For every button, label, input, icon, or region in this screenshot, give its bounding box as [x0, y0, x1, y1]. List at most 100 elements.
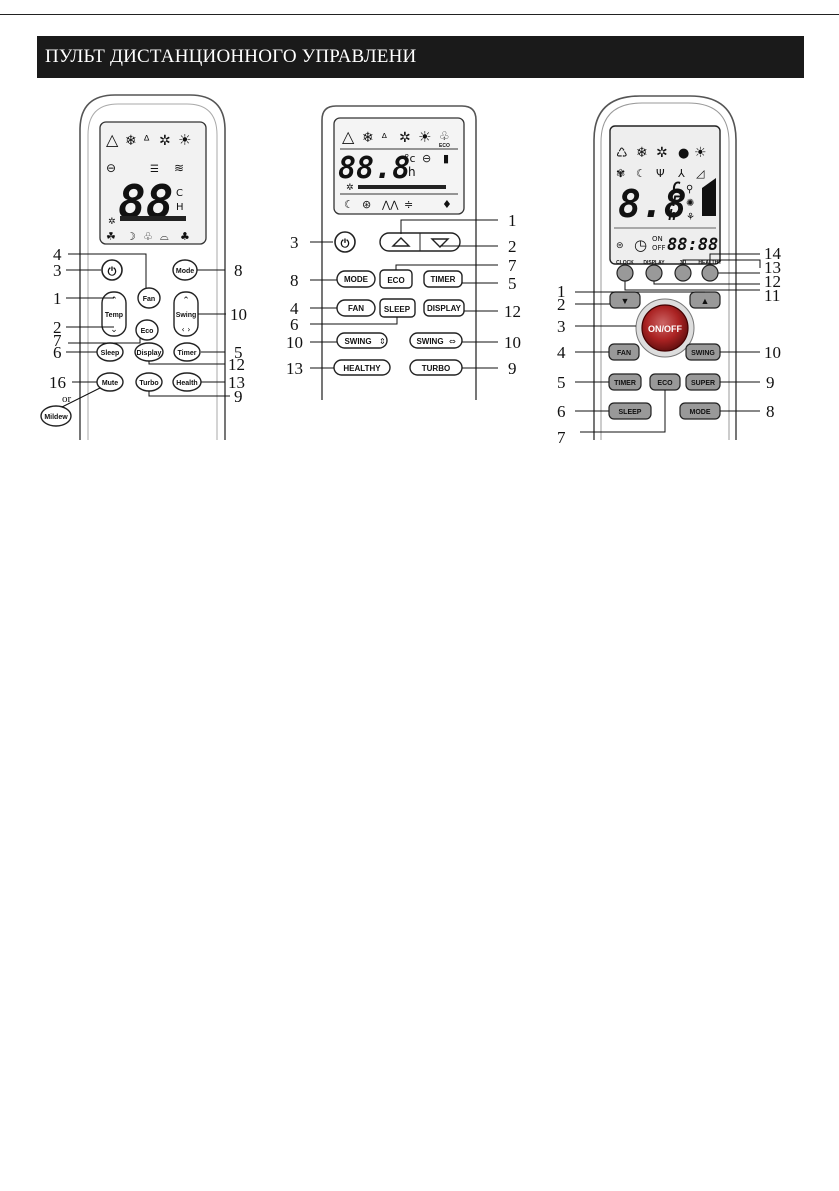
louver-icon: ◿ — [696, 167, 705, 180]
lcd-unit-c: C — [672, 180, 681, 196]
tree-icon: ♣ — [180, 230, 190, 243]
callout-12: 12 — [504, 302, 521, 321]
svg-text:SUPER: SUPER — [691, 380, 715, 387]
battery-icon: ▮ — [443, 152, 449, 165]
swing-icon: ☰ — [150, 164, 159, 175]
callout-9: 9 — [508, 359, 517, 378]
health-icon: ♦ — [442, 198, 452, 211]
display-button[interactable] — [645, 264, 663, 282]
callout-3: 3 — [290, 233, 299, 252]
eco-icon: ☘ — [106, 230, 116, 243]
svg-text:ECO: ECO — [387, 276, 404, 285]
airflow-icon: ⅄ — [678, 167, 685, 180]
fan-speed-wedge — [702, 178, 716, 216]
temp-rocker[interactable] — [101, 291, 127, 337]
swing-icon: Ψ — [656, 167, 665, 180]
lcd-unit-h: H — [176, 202, 184, 213]
callout-9: 9 — [766, 373, 775, 392]
lcd-digits: 88.8 — [338, 151, 410, 186]
fan-icon: ✲ — [159, 133, 171, 149]
display-button[interactable] — [423, 299, 465, 317]
svg-text:SWING: SWING — [691, 350, 715, 357]
svg-text:DISPLAY: DISPLAY — [427, 304, 462, 313]
callout-10: 10 — [764, 343, 781, 362]
leftright-arrow-icon: ⇔ — [449, 337, 456, 346]
callout-2: 2 — [53, 318, 62, 337]
svg-text:Mode: Mode — [176, 268, 194, 275]
moon-icon: ☽ — [126, 230, 136, 243]
display-label: DISPLAY — [643, 260, 665, 266]
lcd-unit-h: h — [668, 208, 676, 224]
callout-11: 11 — [764, 286, 780, 305]
person-icon: ⚲ — [686, 184, 693, 195]
svg-text:FAN: FAN — [348, 304, 364, 313]
svg-text:Swing: Swing — [176, 312, 197, 319]
svg-text:▼: ▼ — [621, 296, 630, 306]
filter-icon: ⚘ — [686, 212, 695, 223]
clock-label: CLOCK — [616, 260, 634, 266]
svg-text:Fan: Fan — [143, 296, 155, 303]
callout-6: 6 — [290, 315, 299, 334]
callout-13: 13 — [228, 373, 245, 392]
lcd-eco-label: ECO — [439, 143, 450, 149]
healthy-button[interactable] — [701, 264, 719, 282]
callout-4: 4 — [290, 299, 299, 318]
power-button[interactable] — [334, 231, 356, 253]
svg-text:TIMER: TIMER — [614, 380, 636, 387]
drop-icon: ● — [678, 146, 689, 161]
sleep-icon: ⊛ — [362, 198, 371, 211]
remote-2: △ ❄ ᐞ ✲ ☀ ♧ ECO 88.8 °c h ⊖ ▮ ✲ ☾ ⊛ ⋀⋀ ≑… — [286, 105, 521, 400]
callout-5: 5 — [234, 343, 243, 362]
eco-button[interactable] — [135, 319, 159, 341]
swing-vertical-button[interactable] — [336, 332, 388, 349]
or-label: or — [62, 393, 72, 405]
temp-down-icon — [430, 238, 450, 248]
mildew-button[interactable] — [40, 405, 72, 427]
airflow-icon: ≋ — [174, 161, 184, 175]
swing-horizontal-button[interactable] — [409, 332, 463, 349]
mode-button[interactable] — [336, 270, 376, 288]
lcd-digits: 8.8 — [618, 182, 687, 226]
callout-14: 14 — [764, 244, 782, 263]
power-icon: ⏻ — [108, 265, 117, 278]
snowflake-icon: ❄ — [362, 130, 374, 146]
callout-7: 7 — [53, 331, 62, 350]
fan-button[interactable] — [137, 287, 161, 309]
callout-3: 3 — [53, 261, 62, 280]
svg-text:MODE: MODE — [690, 409, 711, 416]
sun-icon: ☀ — [694, 145, 707, 161]
lcd-clock: 88:88 — [667, 235, 718, 255]
gear-icon: ✺ — [686, 198, 694, 209]
snowflake-icon: ❄ — [636, 145, 648, 161]
callout-2: 2 — [508, 237, 517, 256]
moon-icon: ☾ — [344, 198, 354, 211]
callout-12: 12 — [764, 272, 781, 291]
airflow-icon: ≑ — [404, 198, 413, 211]
leaf-icon: ♧ — [143, 230, 153, 243]
clock-icon: ◷ — [634, 236, 647, 254]
svg-text:Eco: Eco — [141, 328, 154, 335]
svg-text:SLEEP: SLEEP — [384, 305, 411, 314]
svg-text:FAN: FAN — [617, 350, 631, 357]
svg-text:Health: Health — [176, 380, 197, 387]
timer-button[interactable] — [423, 270, 463, 288]
3d-button[interactable] — [674, 264, 692, 282]
lcd-unit-f: F — [672, 194, 681, 210]
drops-icon: ᐞ — [143, 134, 150, 149]
triangle-icon: △ — [106, 130, 119, 149]
swing-lr-icon: ‹ › — [182, 325, 191, 334]
callout-9: 9 — [234, 387, 243, 406]
power-button[interactable] — [101, 259, 123, 281]
auto-icon: ♺ — [616, 146, 628, 161]
callout-5: 5 — [557, 373, 566, 392]
onoff-button[interactable] — [641, 304, 689, 352]
lcd-on-label: ON — [652, 235, 663, 243]
callout-6: 6 — [53, 343, 62, 362]
svg-text:Temp: Temp — [105, 312, 123, 319]
section-banner: ПУЛЬТ ДИСТАНЦИОННОГО УПРАВЛЕНИ — [37, 36, 804, 78]
lcd-unit-c: C — [176, 188, 183, 199]
clock-button[interactable] — [616, 264, 634, 282]
callout-12: 12 — [228, 355, 245, 374]
timer-button[interactable] — [173, 342, 201, 362]
